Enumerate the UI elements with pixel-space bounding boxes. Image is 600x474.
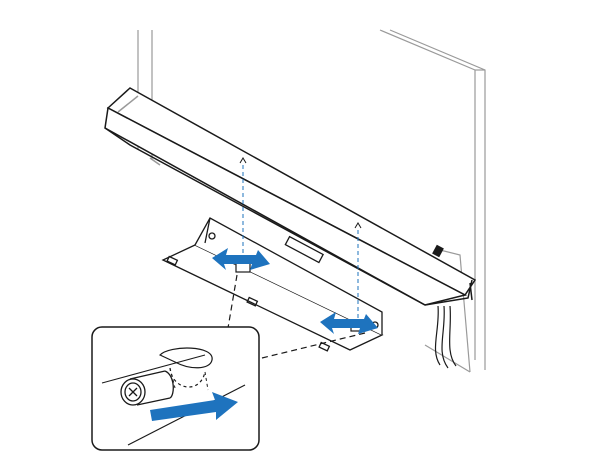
soundbar [104, 87, 477, 306]
alignment-guides [242, 165, 359, 326]
double-arrow-icon [212, 248, 378, 334]
tv-panel [137, 29, 486, 373]
screw-icon [120, 370, 174, 406]
guide-caps [239, 157, 362, 229]
arrow-right-icon [150, 392, 238, 421]
cables [434, 305, 457, 369]
zoom-lines [227, 274, 366, 359]
detail-callout [91, 326, 260, 451]
